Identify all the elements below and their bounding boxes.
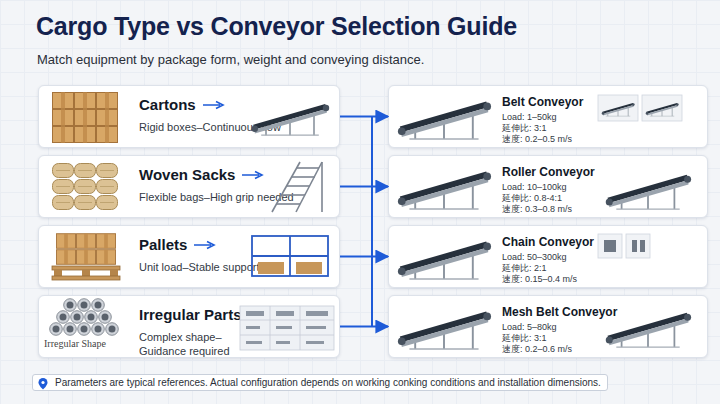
spec-line: 延伸比: 3:1 xyxy=(502,333,547,344)
cargo-card: Woven SacksFlexible bags–High grip neede… xyxy=(38,155,340,218)
heading-arrow xyxy=(202,100,226,110)
cargo-description: Complex shape– Guidance required xyxy=(139,330,237,358)
cargo-description: Unit load–Stable support xyxy=(139,260,289,274)
heading-arrow xyxy=(193,240,217,250)
cargo-heading: Pallets xyxy=(139,236,187,253)
heading-row: Cartons xyxy=(139,96,226,113)
cargo-card: CartonsRigid boxes–Continuous flow xyxy=(38,85,340,148)
cargo-description: Rigid boxes–Continuous flow xyxy=(139,120,299,134)
conveyor-heading: Belt Conveyor xyxy=(502,95,583,109)
spec-line: 延伸比: 0.8-4:1 xyxy=(502,193,562,204)
conveyor-card: Roller ConveyorLoad: 10–100kg延伸比: 0.8-4:… xyxy=(388,155,708,218)
heading-arrow xyxy=(248,310,272,320)
diagram-caption: Match equipment by package form, weight … xyxy=(37,52,424,67)
heading-row: Pallets xyxy=(139,236,217,253)
flow-connector xyxy=(340,186,388,188)
flow-connector xyxy=(340,116,388,118)
spec-line: Load: 50–300kg xyxy=(502,252,567,263)
spec-line: Load: 10–100kg xyxy=(502,182,567,193)
diagram-title: Cargo Type vs Conveyor Selection Guide xyxy=(36,12,517,41)
conveyor-heading: Chain Conveyor xyxy=(502,235,594,249)
cargo-heading: Cartons xyxy=(139,96,196,113)
footer-note: Parameters are typical references. Actua… xyxy=(32,374,608,391)
spec-line: 速度: 0.2–0.6 m/s xyxy=(502,344,572,355)
conveyor-card: Belt ConveyorLoad: 1–50kg延伸比: 3:1速度: 0.2… xyxy=(388,85,708,148)
conveyor-heading: Roller Conveyor xyxy=(502,165,595,179)
shape-note: Irregular Shape xyxy=(44,338,106,349)
heading-row: Irregular Parts xyxy=(139,306,272,323)
cargo-card: PalletsUnit load–Stable support xyxy=(38,225,340,288)
spec-line: 速度: 0.15–0.4 m/s xyxy=(502,274,577,285)
flow-connector xyxy=(340,256,388,258)
cargo-heading: Irregular Parts xyxy=(139,306,242,323)
cargo-heading: Woven Sacks xyxy=(139,166,235,183)
heading-row: Woven Sacks xyxy=(139,166,265,183)
conveyor-card: Mesh Belt ConveyorLoad: 5–80kg延伸比: 3:1速度… xyxy=(388,295,708,358)
spec-line: 速度: 0.2–0.5 m/s xyxy=(502,134,572,145)
flow-connector xyxy=(340,326,388,328)
heading-arrow xyxy=(241,170,265,180)
spec-line: Load: 5–80kg xyxy=(502,322,557,333)
spec-line: 延伸比: 3:1 xyxy=(502,123,547,134)
conveyor-card: Chain ConveyorLoad: 50–300kg延伸比: 2:1速度: … xyxy=(388,225,708,288)
spec-line: 速度: 0.3–0.8 m/s xyxy=(502,204,572,215)
conveyor-heading: Mesh Belt Conveyor xyxy=(502,305,617,319)
spec-line: 延伸比: 2:1 xyxy=(502,263,547,274)
cargo-description: Flexible bags–High grip needed xyxy=(139,190,299,204)
spec-line: Load: 1–50kg xyxy=(502,112,557,123)
